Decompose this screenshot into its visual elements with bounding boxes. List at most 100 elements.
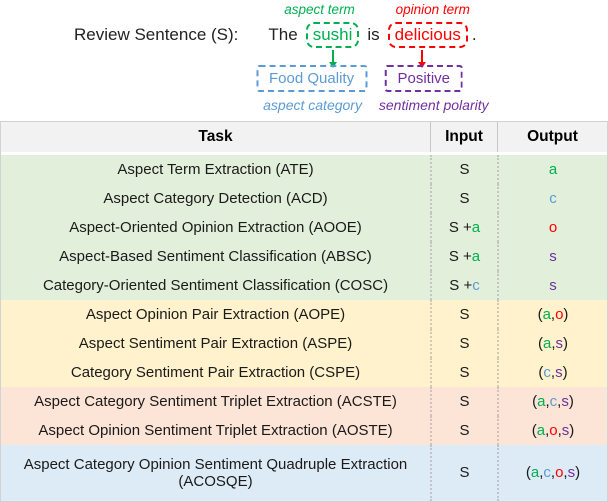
opinion-arrow-icon [417, 50, 426, 68]
input-cell: S [430, 416, 497, 445]
token-plain: , [550, 363, 556, 381]
header-output: Output [497, 122, 607, 152]
token-sentiment: s [549, 276, 557, 294]
token-plain: S [459, 464, 470, 482]
token-aspect: a [471, 218, 481, 236]
token-plain: ( [525, 464, 531, 482]
task-cell: Aspect Opinion Sentiment Triplet Extract… [38, 421, 393, 439]
token-plain: , [545, 421, 550, 439]
token-plain: S [459, 189, 470, 207]
task-cell: Aspect Category Opinion Sentiment Quadru… [23, 455, 408, 490]
table-row: Aspect Opinion Pair Extraction (AOPE) S (a… [1, 300, 607, 329]
output-cell: (a, o, s) [497, 416, 607, 445]
token-opinion: o [555, 305, 564, 323]
opinion-term-label: opinion term [395, 2, 470, 17]
task-cell: Aspect Opinion Pair Extraction (AOPE) [85, 305, 346, 323]
aspect-term-box: sushi [305, 22, 360, 48]
task-cell: Aspect-Based Sentiment Classification (A… [59, 247, 372, 265]
table-row: Aspect Opinion Sentiment Triplet Extract… [1, 416, 607, 445]
token-sentiment: s [549, 247, 557, 265]
token-aspect: a [536, 421, 546, 439]
token-plain: , [557, 392, 562, 410]
token-plain: , [545, 392, 550, 410]
aspect-term-label: aspect term [284, 2, 355, 17]
task-cell: Aspect Term Extraction (ATE) [117, 160, 314, 178]
token-plain: ( [537, 334, 543, 352]
input-cell: S + a [430, 213, 497, 242]
token-plain: , [563, 464, 568, 482]
token-aspect: a [542, 305, 551, 323]
token-sentiment: s [567, 464, 576, 482]
absa-task-table: Task Input Output Aspect Term Extraction… [0, 121, 608, 502]
token-plain: S [459, 305, 470, 323]
aspect-category-box: Food Quality [256, 65, 368, 92]
word-the: The [268, 25, 298, 44]
token-category: c [472, 276, 480, 294]
token-plain: ) [563, 305, 569, 323]
header-input: Input [430, 122, 497, 152]
word-is: is [367, 25, 380, 44]
aspect-arrow-icon [328, 50, 337, 68]
task-cell: Aspect-Oriented Opinion Extraction (AOOE… [69, 218, 362, 236]
token-opinion: o [555, 464, 564, 482]
token-opinion: o [548, 218, 558, 236]
task-cell: Aspect Category Detection (ACD) [103, 189, 328, 207]
output-cell: o [497, 213, 607, 242]
header-task: Task [198, 128, 233, 146]
token-plain: , [557, 421, 562, 439]
token-sentiment: s [561, 421, 570, 439]
output-cell: (c, s) [497, 358, 607, 387]
input-cell: S [430, 329, 497, 358]
token-plain: ( [538, 363, 544, 381]
table-row: Aspect Category Opinion Sentiment Quadru… [1, 445, 607, 501]
token-plain: ) [575, 464, 581, 482]
sentence-prefix: Review Sentence (S): [74, 25, 239, 44]
output-cell: s [497, 271, 607, 300]
output-cell: (a, c, s) [497, 387, 607, 416]
task-cell: Category Sentiment Pair Extraction (CSPE… [70, 363, 361, 381]
token-plain: ( [531, 421, 537, 439]
input-cell: S + a [430, 242, 497, 271]
output-cell: c [497, 184, 607, 213]
input-cell: S [430, 155, 497, 184]
task-cell: Aspect Category Sentiment Triplet Extrac… [34, 392, 397, 410]
token-category: c [543, 363, 551, 381]
token-plain: ) [569, 421, 575, 439]
token-category: c [549, 392, 558, 410]
input-cell: S [430, 445, 497, 501]
table-header-row: Task Input Output [1, 122, 607, 155]
token-plain: ( [532, 392, 538, 410]
output-cell: (a, c, o, s) [497, 445, 607, 501]
token-plain: S [459, 334, 470, 352]
token-plain: S [459, 363, 470, 381]
token-plain: S + [449, 276, 473, 294]
table-row: Category-Oriented Sentiment Classificati… [1, 271, 607, 300]
sentiment-polarity-box: Positive [384, 65, 464, 92]
output-cell: (a, o) [497, 300, 607, 329]
token-opinion: o [549, 421, 558, 439]
table-row: Aspect Category Sentiment Triplet Extrac… [1, 387, 607, 416]
token-plain: S [459, 421, 470, 439]
token-plain: S [459, 160, 470, 178]
token-sentiment: s [561, 392, 569, 410]
opinion-term-box: delicious [387, 22, 468, 48]
table-row: Category Sentiment Pair Extraction (CSPE… [1, 358, 607, 387]
token-aspect: a [530, 464, 540, 482]
table-row: Aspect-Oriented Opinion Extraction (AOOE… [1, 213, 607, 242]
token-plain: , [550, 305, 556, 323]
token-plain: , [539, 464, 544, 482]
token-plain: S + [448, 218, 472, 236]
input-cell: S + c [430, 271, 497, 300]
token-sentiment: s [555, 363, 563, 381]
token-plain: S + [448, 247, 472, 265]
input-cell: S [430, 184, 497, 213]
output-cell: (a, s) [497, 329, 607, 358]
token-aspect: a [471, 247, 481, 265]
output-cell: s [497, 242, 607, 271]
token-plain: ) [563, 334, 568, 352]
sentiment-polarity-label: sentiment polarity [378, 97, 489, 113]
token-plain: ( [537, 305, 543, 323]
